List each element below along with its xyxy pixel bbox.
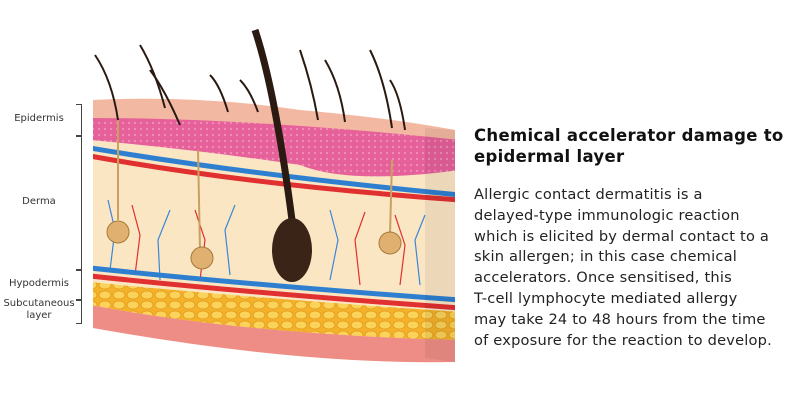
heading: Chemical accelerator damage to epidermal…: [474, 125, 784, 167]
description-line: accelerators. Once sensitised, this: [474, 269, 732, 287]
skin-layers-illustration: [93, 28, 455, 363]
epidermis-bracket: [76, 104, 82, 136]
heading-line: epidermal layer: [474, 147, 625, 166]
description-line: T-cell lymphocyte mediated allergy: [474, 289, 738, 307]
heading-line: Chemical accelerator damage to: [474, 126, 784, 145]
label-subcutaneous-line: Subcutaneous: [3, 298, 75, 309]
description-line: may take 24 to 48 hours from the time: [474, 310, 766, 328]
skin-block: [93, 98, 455, 363]
description-line: Allergic contact dermatitis is a: [474, 186, 703, 203]
derma-bracket: [76, 136, 82, 270]
description: Allergic contact dermatitis is a delayed…: [474, 185, 772, 351]
description-line: delayed-type immunologic reaction: [474, 206, 740, 224]
hypodermis-bracket: [76, 270, 82, 300]
label-subcutaneous: Subcutaneous layer: [0, 298, 78, 322]
label-epidermis: Epidermis: [14, 113, 64, 124]
label-subcutaneous-line: layer: [26, 310, 52, 321]
description-line: of exposure for the reaction to develop.: [474, 331, 772, 349]
subcutaneous-bracket: [76, 300, 82, 324]
hypodermis-fat-layer: [93, 282, 455, 340]
label-derma: Derma: [22, 196, 56, 207]
description-line: which is elicited by dermal contact to a: [474, 227, 770, 245]
hair-follicles: [94, 28, 406, 282]
description-line: skin allergen; in this case chemical: [474, 248, 737, 266]
label-hypodermis: Hypodermis: [8, 278, 70, 289]
